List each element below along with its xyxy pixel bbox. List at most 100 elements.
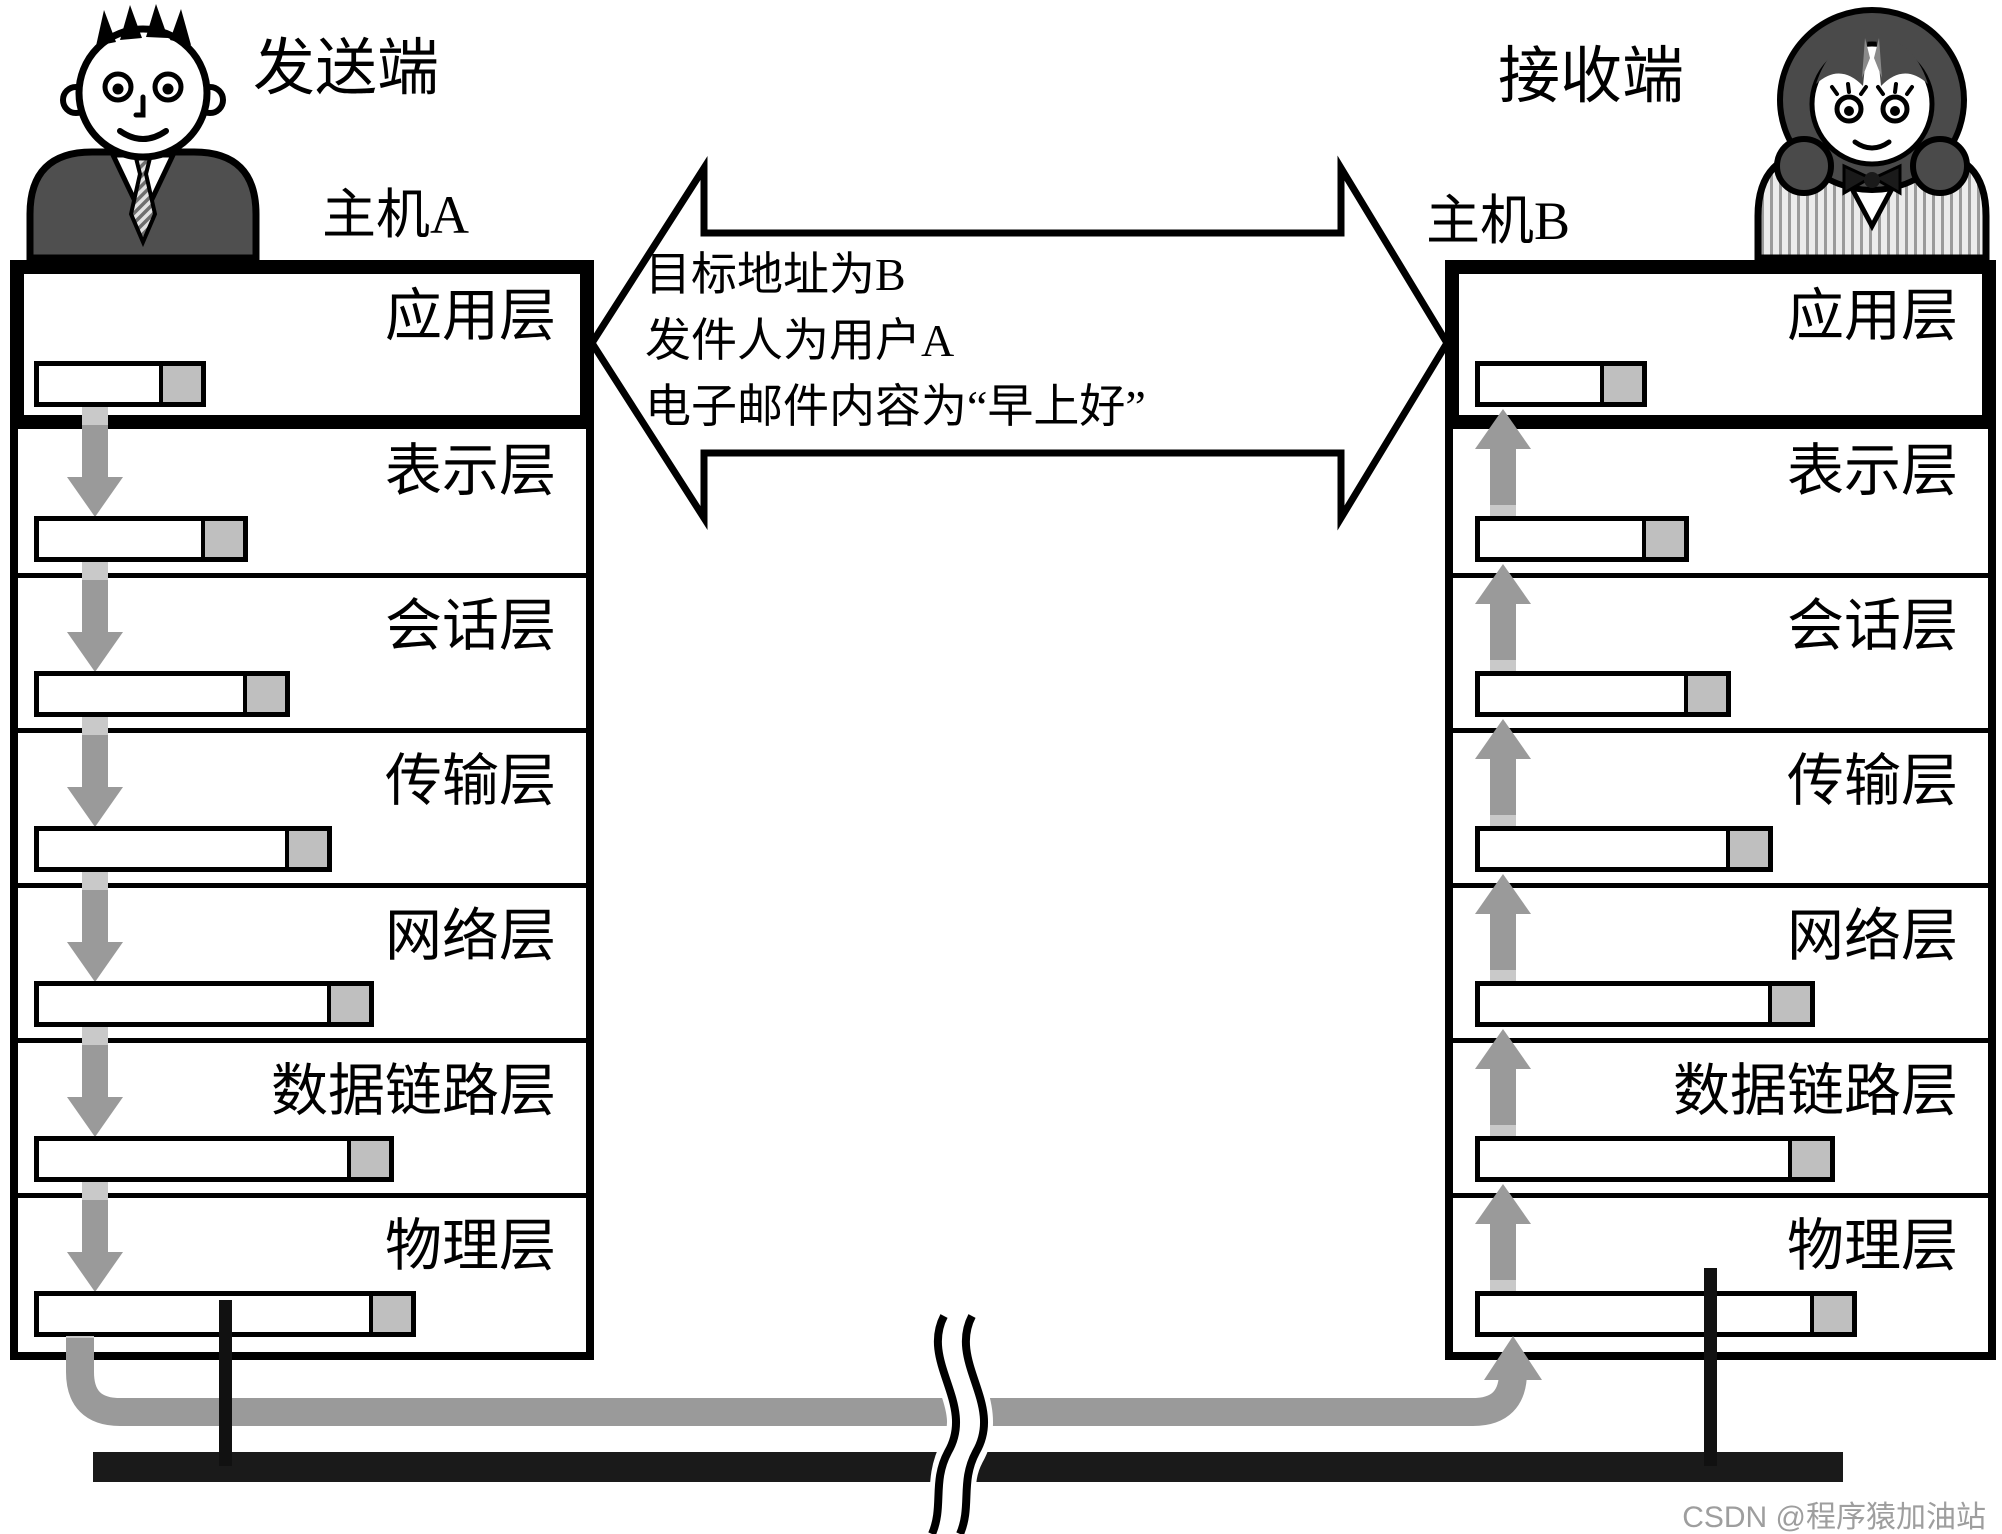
layer-label: 应用层	[385, 285, 556, 348]
host-b-protocol-stack: 应用层表示层会话层传输层网络层数据链路层物理层	[1445, 260, 1996, 1360]
up-arrow-shaft	[1490, 914, 1516, 970]
layer-divider	[1453, 1038, 1988, 1043]
layer-row-5: 网络层	[18, 888, 586, 1038]
layer-row-3: 会话层	[18, 578, 586, 728]
down-arrow-shaft	[82, 890, 108, 942]
pdu-header-block	[369, 1296, 411, 1332]
up-arrow-head-icon	[1475, 719, 1531, 759]
layer-divider	[1453, 1193, 1988, 1198]
down-arrow-head-icon	[67, 1097, 123, 1137]
down-arrow-shaft	[82, 1200, 108, 1252]
layer-row-7: 物理层	[1453, 1198, 1988, 1348]
up-arrow-shaft	[1490, 759, 1516, 815]
up-arrow-shaft	[1490, 449, 1516, 505]
down-arrow-stub	[82, 1025, 108, 1045]
layer-label: 传输层	[385, 750, 556, 813]
pdu-header-block	[1788, 1141, 1830, 1177]
layer-row-1: 应用层	[1453, 268, 1988, 418]
pdu-bar	[34, 671, 290, 717]
layer-label: 物理层	[385, 1215, 556, 1278]
host-b-label: 主机B	[1426, 191, 1571, 251]
layer-row-6: 数据链路层	[18, 1043, 586, 1193]
up-arrow-head-icon	[1475, 564, 1531, 604]
pdu-bar	[1475, 981, 1815, 1027]
pdu-header-block	[1726, 831, 1768, 867]
down-arrow-shaft	[82, 580, 108, 632]
pdu-header-block	[347, 1141, 389, 1177]
layer-divider	[18, 1038, 586, 1043]
pdu-bar	[34, 826, 332, 872]
pdu-header-block	[1810, 1296, 1852, 1332]
pdu-header-block	[1684, 676, 1726, 712]
down-arrow-head-icon	[67, 477, 123, 517]
pdu-bar	[34, 981, 374, 1027]
sender-person-icon	[26, 4, 260, 262]
pdu-header-block	[1600, 366, 1642, 402]
pdu-header-block	[159, 366, 201, 402]
pdu-bar	[1475, 516, 1689, 562]
layer-row-2: 表示层	[1453, 423, 1988, 573]
up-arrow-head-icon	[1475, 874, 1531, 914]
layer-row-6: 数据链路层	[1453, 1043, 1988, 1193]
pdu-bar	[1475, 361, 1647, 407]
layer-row-1: 应用层	[18, 268, 586, 418]
pdu-bar	[34, 1291, 416, 1337]
layer-label: 应用层	[1787, 285, 1958, 348]
layer-label: 表示层	[1787, 440, 1958, 503]
layer-row-4: 传输层	[1453, 733, 1988, 883]
down-arrow-head-icon	[67, 787, 123, 827]
pdu-bar	[34, 1136, 394, 1182]
layer-divider	[18, 1193, 586, 1198]
receiver-person-icon	[1754, 7, 1990, 262]
down-arrow-head-icon	[67, 942, 123, 982]
layer-label: 网络层	[1787, 905, 1958, 968]
layer-row-2: 表示层	[18, 423, 586, 573]
down-arrow-shaft	[82, 425, 108, 477]
message-line-destination: 目标地址为B	[645, 249, 906, 300]
layer-label: 会话层	[1787, 595, 1958, 658]
host-a-label: 主机A	[322, 185, 469, 245]
layer-row-5: 网络层	[1453, 888, 1988, 1038]
sender-role-label: 发送端	[253, 35, 440, 103]
layer-label: 数据链路层	[1673, 1060, 1958, 1123]
down-arrow-head-icon	[67, 1252, 123, 1292]
pdu-bar	[34, 361, 206, 407]
layer-row-7: 物理层	[18, 1198, 586, 1348]
layer-label: 网络层	[385, 905, 556, 968]
pdu-bar	[1475, 826, 1773, 872]
layer-label: 表示层	[385, 440, 556, 503]
down-arrow-stub	[82, 715, 108, 735]
layer-label: 物理层	[1787, 1215, 1958, 1278]
layer-divider	[1453, 883, 1988, 888]
pdu-header-block	[285, 831, 327, 867]
down-arrow-stub	[82, 560, 108, 580]
up-arrow-shaft	[1490, 1224, 1516, 1280]
down-arrow-stub	[82, 1180, 108, 1200]
pdu-header-block	[327, 986, 369, 1022]
layer-label: 会话层	[385, 595, 556, 658]
host-a-protocol-stack: 应用层表示层会话层传输层网络层数据链路层物理层	[10, 260, 594, 1360]
application-layer-highlight-frame	[1445, 260, 1996, 429]
layer-label: 传输层	[1787, 750, 1958, 813]
down-arrow-head-icon	[67, 632, 123, 672]
up-arrow-shaft	[1490, 1069, 1516, 1125]
up-arrow-head-icon	[1475, 1184, 1531, 1224]
pdu-bar	[1475, 671, 1731, 717]
layer-divider	[1453, 728, 1988, 733]
pdu-bar	[34, 516, 248, 562]
layer-row-4: 传输层	[18, 733, 586, 883]
pdu-header-block	[201, 521, 243, 557]
down-arrow-stub	[82, 870, 108, 890]
layer-divider	[1453, 573, 1988, 578]
down-arrow-shaft	[82, 1045, 108, 1097]
watermark-text: CSDN @程序猿加油站	[1682, 1501, 1986, 1534]
layer-label: 数据链路层	[271, 1060, 556, 1123]
pdu-bar	[1475, 1291, 1857, 1337]
layer-divider	[18, 728, 586, 733]
pdu-bar	[1475, 1136, 1835, 1182]
layer-row-3: 会话层	[1453, 578, 1988, 728]
up-arrow-head-icon	[1475, 1029, 1531, 1069]
down-arrow-stub	[82, 405, 108, 425]
